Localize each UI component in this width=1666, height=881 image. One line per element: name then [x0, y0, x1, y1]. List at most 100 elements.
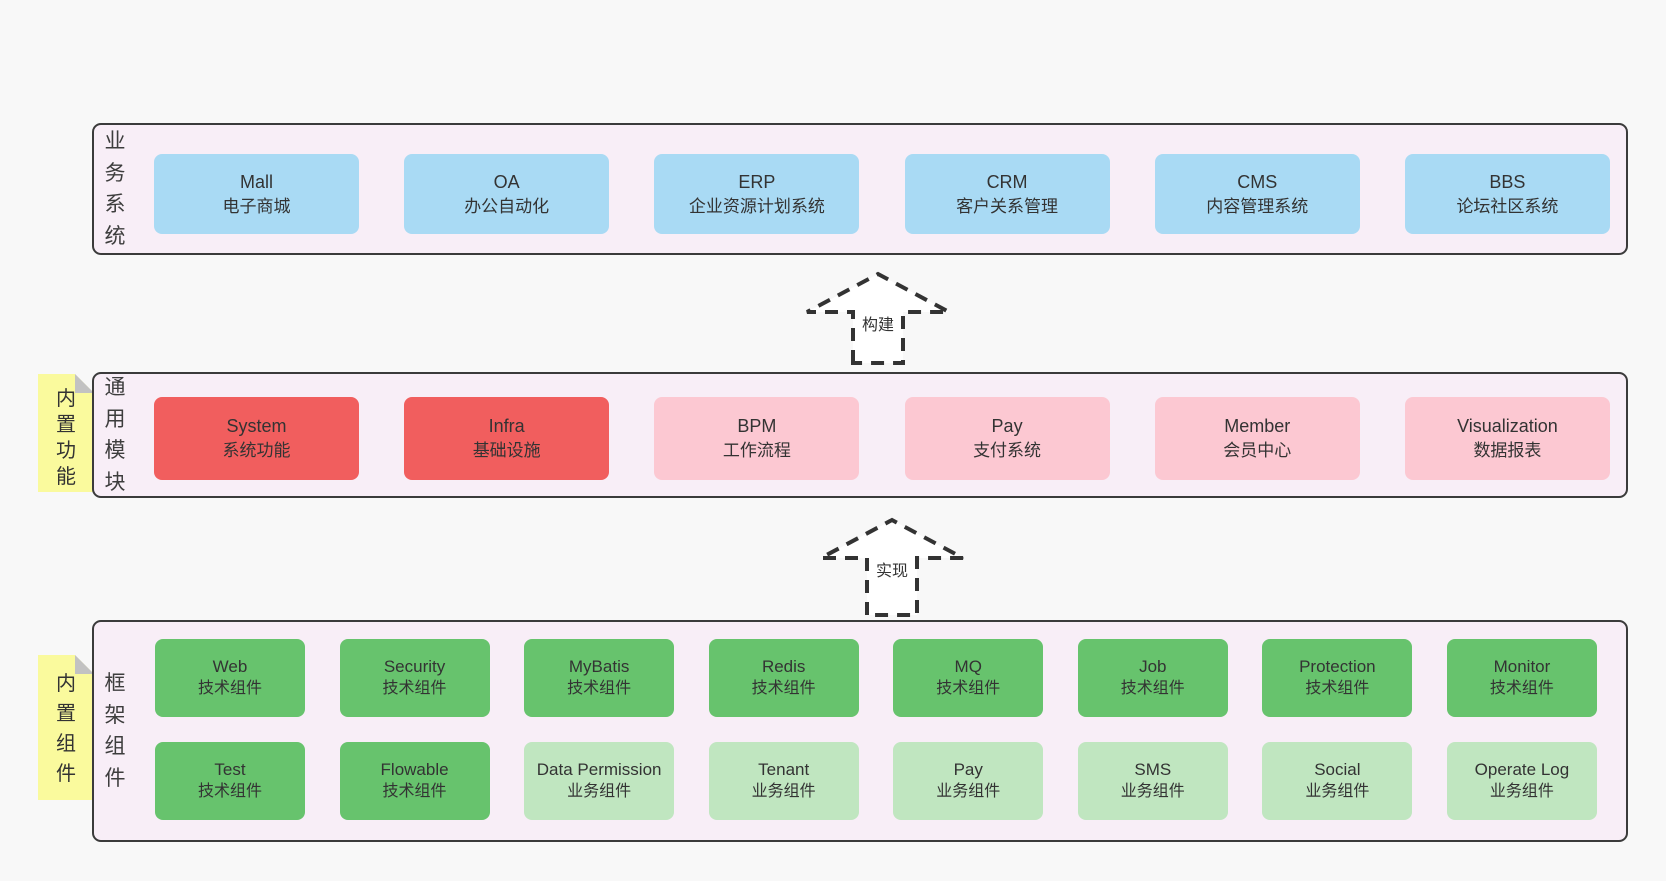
box-tenant: Tenant 业务组件	[708, 742, 859, 820]
box-subtitle: 技术组件	[1120, 680, 1185, 698]
panel-framework-components: 框架组件 Web 技术组件 Security 技术组件 MyBatis 技术组件…	[92, 620, 1628, 842]
box-web: Web 技术组件	[155, 639, 305, 717]
box-subtitle: 电子商城	[222, 196, 291, 216]
box-mall: Mall 电子商城	[154, 154, 359, 234]
box-subtitle: 系统功能	[222, 441, 291, 461]
box-cms: CMS 内容管理系统	[1154, 154, 1360, 234]
box-subtitle: 工作流程	[722, 441, 791, 461]
box-title: Flowable	[380, 760, 449, 780]
box-subtitle: 基础设施	[472, 441, 541, 461]
box-subtitle: 办公自动化	[464, 196, 550, 216]
box-title: MQ	[954, 657, 982, 677]
box-title: Infra	[488, 416, 525, 437]
box-title: Pay	[953, 760, 983, 780]
box-subtitle: 业务组件	[567, 783, 632, 801]
box-redis: Redis 技术组件	[708, 639, 859, 717]
box-subtitle: 技术组件	[197, 680, 262, 698]
modules-box-row: System 系统功能 Infra 基础设施 BPM 工作流程 Pay 支付系统…	[154, 397, 1610, 480]
box-title: SMS	[1134, 760, 1172, 780]
arrow-label: 构建	[859, 317, 896, 334]
box-subtitle: 业务组件	[751, 783, 816, 801]
box-mybatis: MyBatis 技术组件	[524, 639, 675, 717]
box-subtitle: 技术组件	[567, 680, 632, 698]
box-title: Test	[214, 760, 246, 780]
box-mq: MQ 技术组件	[893, 639, 1044, 717]
box-subtitle: 业务组件	[1305, 783, 1370, 801]
box-subtitle: 技术组件	[751, 680, 816, 698]
box-subtitle: 技术组件	[382, 680, 447, 698]
box-oa: OA 办公自动化	[404, 154, 610, 234]
box-pay-component: Pay 业务组件	[893, 742, 1044, 820]
box-title: Operate Log	[1474, 760, 1570, 780]
box-test: Test 技术组件	[155, 742, 305, 820]
box-subtitle: 数据报表	[1473, 441, 1542, 461]
sticky-label: 内置组件	[56, 673, 76, 785]
box-erp: ERP 企业资源计划系统	[654, 154, 860, 234]
box-title: Visualization	[1457, 416, 1558, 437]
box-subtitle: 论坛社区系统	[1456, 196, 1559, 216]
box-title: Pay	[991, 416, 1023, 437]
box-title: Job	[1139, 657, 1167, 677]
box-title: Tenant	[758, 760, 810, 780]
panel-side-label: 业务系统	[104, 130, 126, 248]
sticky-note-builtin-features: 内置功能	[38, 374, 94, 492]
box-subtitle: 会员中心	[1223, 441, 1292, 461]
components-box-row-1: Web 技术组件 Security 技术组件 MyBatis 技术组件 Redi…	[155, 639, 1597, 717]
box-title: Mall	[239, 171, 273, 192]
box-member: Member 会员中心	[1154, 397, 1360, 480]
box-title: Protection	[1299, 657, 1376, 677]
business-box-row: Mall 电子商城 OA 办公自动化 ERP 企业资源计划系统 CRM 客户关系…	[154, 154, 1610, 234]
panel-business-systems: 业务系统 Mall 电子商城 OA 办公自动化 ERP 企业资源计划系统 CRM…	[92, 123, 1628, 255]
box-flowable: Flowable 技术组件	[339, 742, 490, 820]
box-bbs: BBS 论坛社区系统	[1404, 154, 1610, 234]
box-title: OA	[493, 171, 520, 192]
sticky-label: 内置功能	[56, 388, 76, 488]
box-title: Member	[1224, 416, 1291, 437]
box-subtitle: 业务组件	[1489, 783, 1554, 801]
box-title: Web	[212, 657, 248, 677]
box-subtitle: 支付系统	[973, 441, 1042, 461]
components-box-row-2: Test 技术组件 Flowable 技术组件 Data Permission …	[155, 742, 1597, 820]
box-subtitle: 技术组件	[936, 680, 1001, 698]
box-crm: CRM 客户关系管理	[904, 154, 1110, 234]
panel-side-label: 框架组件	[104, 672, 126, 790]
box-title: System	[226, 416, 287, 437]
box-title: MyBatis	[568, 657, 630, 677]
box-system: System 系统功能	[154, 397, 359, 480]
box-title: Data Permission	[536, 760, 662, 780]
box-title: Redis	[761, 657, 806, 677]
box-subtitle: 业务组件	[936, 783, 1001, 801]
box-subtitle: 企业资源计划系统	[688, 196, 825, 216]
box-subtitle: 内容管理系统	[1206, 196, 1309, 216]
box-sms: SMS 业务组件	[1077, 742, 1228, 820]
panel-common-modules: 通用模块 System 系统功能 Infra 基础设施 BPM 工作流程 Pay…	[92, 372, 1628, 498]
box-operate-log: Operate Log 业务组件	[1446, 742, 1597, 820]
box-subtitle: 技术组件	[1305, 680, 1370, 698]
box-subtitle: 技术组件	[197, 783, 262, 801]
box-data-permission: Data Permission 业务组件	[524, 742, 675, 820]
box-job: Job 技术组件	[1077, 639, 1228, 717]
box-subtitle: 业务组件	[1120, 783, 1185, 801]
arrow-label: 实现	[873, 563, 910, 580]
box-monitor: Monitor 技术组件	[1446, 639, 1597, 717]
box-title: BBS	[1489, 171, 1526, 192]
box-pay-system: Pay 支付系统	[904, 397, 1110, 480]
box-title: Social	[1314, 760, 1361, 780]
box-bpm: BPM 工作流程	[654, 397, 860, 480]
box-title: ERP	[738, 171, 776, 192]
box-infra: Infra 基础设施	[404, 397, 610, 480]
box-security: Security 技术组件	[339, 639, 490, 717]
box-protection: Protection 技术组件	[1262, 639, 1413, 717]
panel-side-label: 通用模块	[104, 376, 126, 494]
box-subtitle: 技术组件	[382, 783, 447, 801]
arrow-build: 构建	[803, 271, 953, 365]
box-subtitle: 技术组件	[1489, 680, 1554, 698]
box-title: BPM	[737, 416, 777, 437]
box-title: Monitor	[1493, 657, 1551, 677]
box-title: CRM	[986, 171, 1028, 192]
box-title: Security	[383, 657, 446, 677]
box-title: CMS	[1237, 171, 1278, 192]
box-subtitle: 客户关系管理	[956, 196, 1059, 216]
box-visualization: Visualization 数据报表	[1404, 397, 1610, 480]
